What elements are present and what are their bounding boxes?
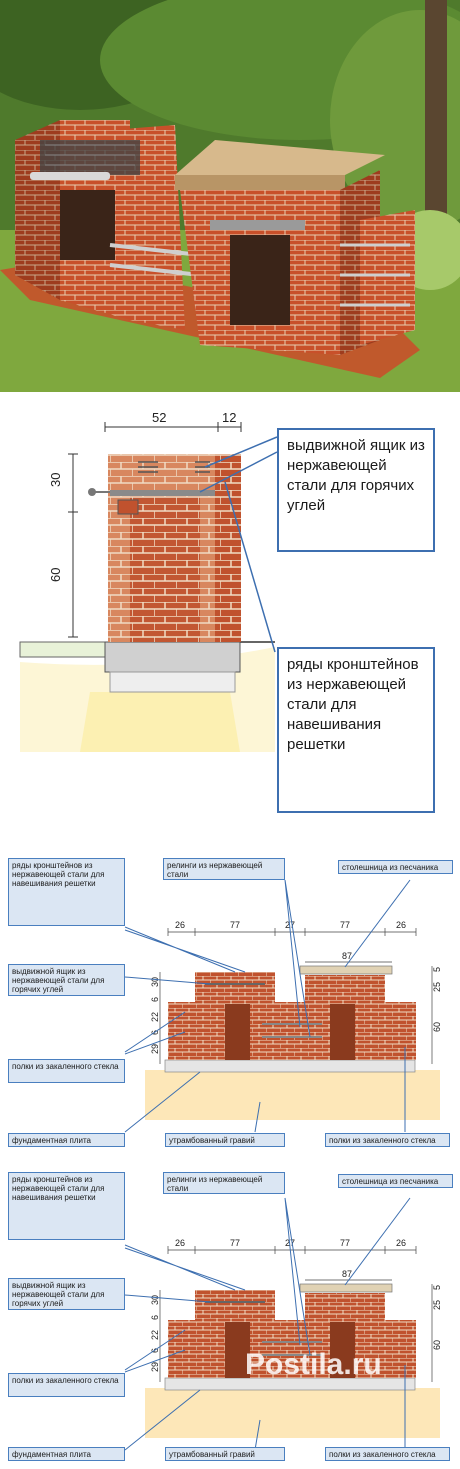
plan1-label-foundation: фундаментная плита [8,1133,125,1147]
plan1-label-gravel: утрамбованный гравий [165,1133,285,1147]
plan2-label-shelves-left: полки из закаленного стекла [8,1373,125,1397]
plan1-dim-counter: 87 [342,951,352,961]
plan2-dim-top-5: 26 [396,1238,406,1248]
elevation-plan-1-svg: 26 77 27 77 26 87 30 6 22 6 29 5 25 60 [124,879,442,1133]
plan1-label-shelves-left: полки из закаленного стекла [8,1059,125,1083]
bbq-illustration [0,0,460,392]
elevation-plan-2: 26 77 27 77 26 87 30 6 22 6 29 5 25 60 р… [0,1150,460,1469]
plan2-dim-top-2: 77 [230,1238,240,1248]
callout-drawer: выдвижной ящик из нержавеющей стали для … [277,428,435,552]
plan2-label-rails: релинги из нержавеющей стали [163,1172,285,1194]
plan2-dim-top-1: 26 [175,1238,185,1248]
dim-width: 52 [152,410,166,425]
plan1-dim-left-1: 30 [150,977,160,987]
cross-section-svg: 52 12 30 60 [19,410,278,752]
plan2-dim-top-4: 77 [340,1238,350,1248]
plan2-label-foundation: фундаментная плита [8,1447,125,1461]
plan2-label-brackets: ряды кронштейнов из нержавеющей стали дл… [8,1172,125,1240]
plan2-dim-right-3: 60 [432,1340,442,1350]
cross-section-drawing: 52 12 30 60 выдвижной ящик из нержавеюще… [0,392,460,832]
plan2-dim-right-1: 5 [432,1285,442,1290]
plan1-dim-right-3: 60 [432,1022,442,1032]
plan2-dim-left-1: 30 [150,1295,160,1305]
plan1-dim-top-1: 26 [175,920,185,930]
plan1-dim-top-5: 26 [396,920,406,930]
plan1-dim-left-5: 29 [150,1044,160,1054]
bbq-illustration-svg [0,0,460,392]
plan1-dim-left-2: 6 [150,997,160,1002]
plan2-dim-left-2: 6 [150,1315,160,1320]
callout-brackets: ряды кронштейнов из нержавеющей стали дл… [277,647,435,813]
watermark: Postila.ru [245,1348,382,1381]
plan2-label-countertop: столешница из песчаника [338,1174,453,1188]
plan1-dim-left-3: 22 [150,1012,160,1022]
plan2-label-gravel: утрамбованный гравий [165,1447,285,1461]
plan1-dim-right-2: 25 [432,982,442,992]
plan1-dim-top-4: 77 [340,920,350,930]
plan1-label-drawer: выдвижной ящик из нержавеющей стали для … [8,964,125,996]
plan2-dim-left-3: 22 [150,1330,160,1340]
plan1-dim-right-1: 5 [432,967,442,972]
plan2-dim-counter: 87 [342,1269,352,1279]
plan1-dim-top-2: 77 [230,920,240,930]
dim-top: 30 [48,473,63,487]
plan1-label-shelves-right: полки из закаленного стекла [325,1133,450,1147]
dim-bottom: 60 [48,568,63,582]
plan2-dim-right-2: 25 [432,1300,442,1310]
dim-side: 12 [222,410,236,425]
elevation-plan-1: 26 77 27 77 26 87 30 6 22 6 29 5 25 60 р… [0,832,460,1150]
plan1-label-brackets: ряды кронштейнов из нержавеющей стали дл… [8,858,125,926]
plan1-label-rails: релинги из нержавеющей стали [163,858,285,880]
plan1-label-countertop: столешница из песчаника [338,860,453,874]
plan2-label-drawer: выдвижной ящик из нержавеющей стали для … [8,1278,125,1310]
elevation-plan-2-svg: 26 77 27 77 26 87 30 6 22 6 29 5 25 60 [124,1197,442,1451]
plan2-label-shelves-right: полки из закаленного стекла [325,1447,450,1461]
plan2-dim-left-5: 29 [150,1362,160,1372]
